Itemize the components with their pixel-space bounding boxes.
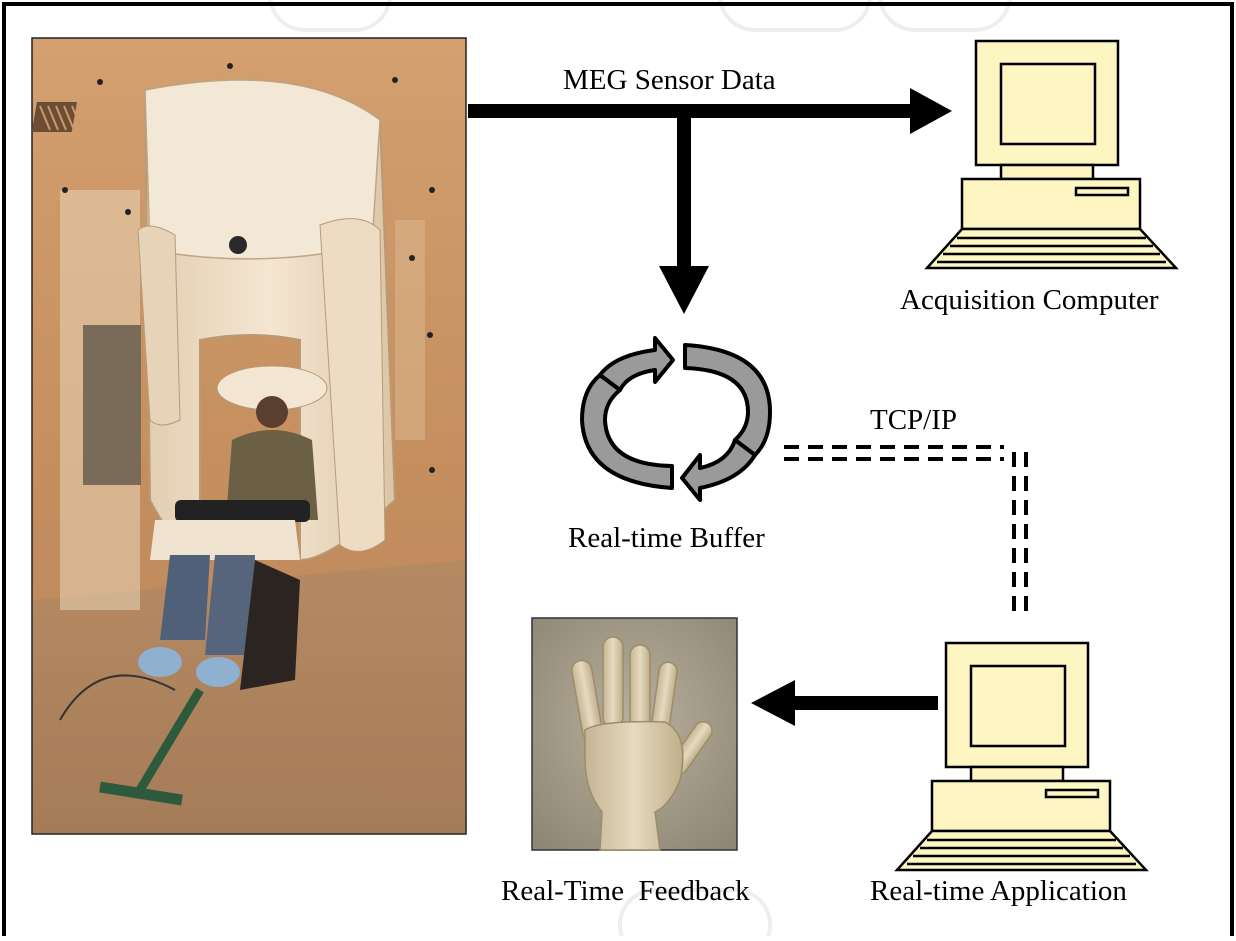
feedback-arrow bbox=[751, 680, 938, 726]
meg-data-arrow bbox=[468, 88, 952, 134]
realtime-application-computer-icon bbox=[894, 641, 1149, 872]
buffer-down-arrow bbox=[659, 111, 709, 314]
acquisition-computer-label: Acquisition Computer bbox=[900, 284, 1159, 316]
realtime-buffer-label: Real-time Buffer bbox=[568, 522, 765, 554]
acquisition-computer-icon bbox=[924, 39, 1179, 270]
realtime-application-label: Real-time Application bbox=[870, 875, 1127, 907]
realtime-feedback-label: Real-Time Feedback bbox=[501, 875, 750, 907]
tcp-ip-label: TCP/IP bbox=[870, 404, 958, 436]
buffer-cycle-icon bbox=[580, 336, 772, 502]
meg-scanner-photo bbox=[31, 37, 467, 835]
meg-sensor-data-label: MEG Sensor Data bbox=[563, 64, 776, 96]
tcp-ip-connection bbox=[784, 445, 1028, 612]
watermark bbox=[268, 0, 1012, 941]
hand-feedback-image bbox=[531, 617, 738, 851]
